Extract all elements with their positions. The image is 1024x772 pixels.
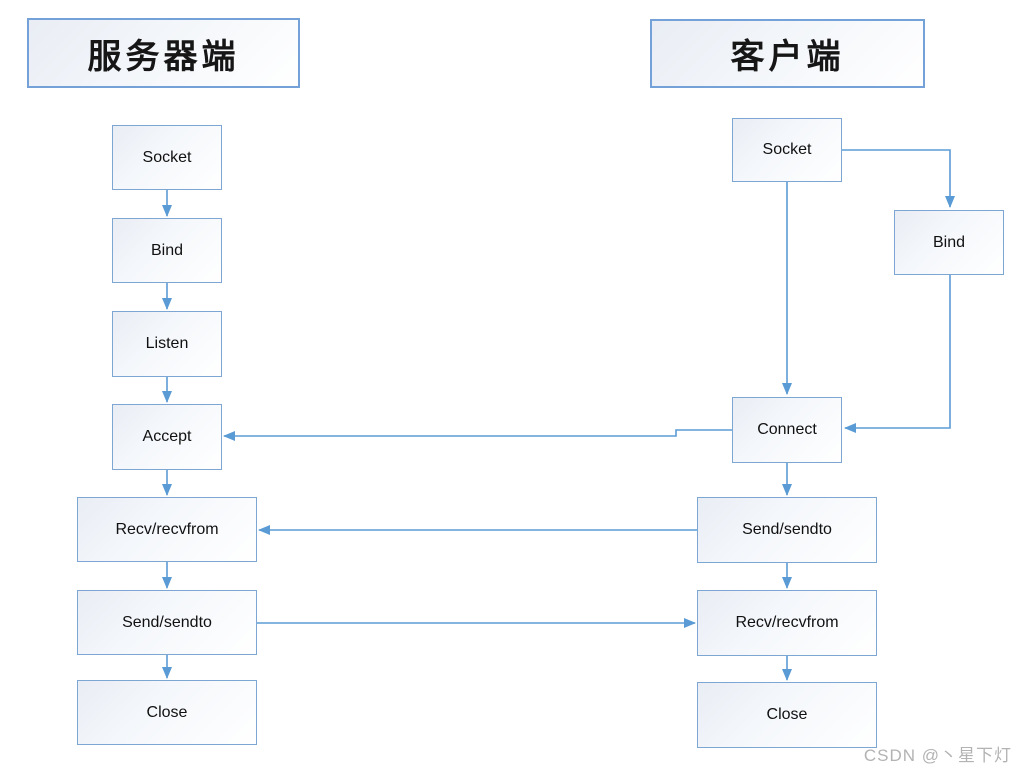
node-server-send: Send/sendto: [77, 590, 257, 655]
arrow-client-bind-to-connect: [844, 275, 951, 433]
node-server-accept: Accept: [112, 404, 222, 470]
node-client-recv: Recv/recvfrom: [697, 590, 877, 656]
client-title-box: 客户端: [650, 19, 925, 88]
csdn-watermark: CSDN @丶星下灯: [863, 746, 1012, 765]
node-server-close: Close: [77, 680, 257, 745]
server-title-box: 服务器端: [27, 18, 300, 88]
node-client-send: Send/sendto: [697, 497, 877, 563]
node-client-connect: Connect: [732, 397, 842, 463]
node-client-bind: Bind: [894, 210, 1004, 275]
node-client-close: Close: [697, 682, 877, 748]
node-client-socket: Socket: [732, 118, 842, 182]
arrow-client-socket-to-bind: [842, 149, 955, 208]
arrow-client-connect-to-server-accept: [223, 429, 732, 441]
node-server-recv: Recv/recvfrom: [77, 497, 257, 562]
node-server-bind: Bind: [112, 218, 222, 283]
node-server-listen: Listen: [112, 311, 222, 377]
node-server-socket: Socket: [112, 125, 222, 190]
